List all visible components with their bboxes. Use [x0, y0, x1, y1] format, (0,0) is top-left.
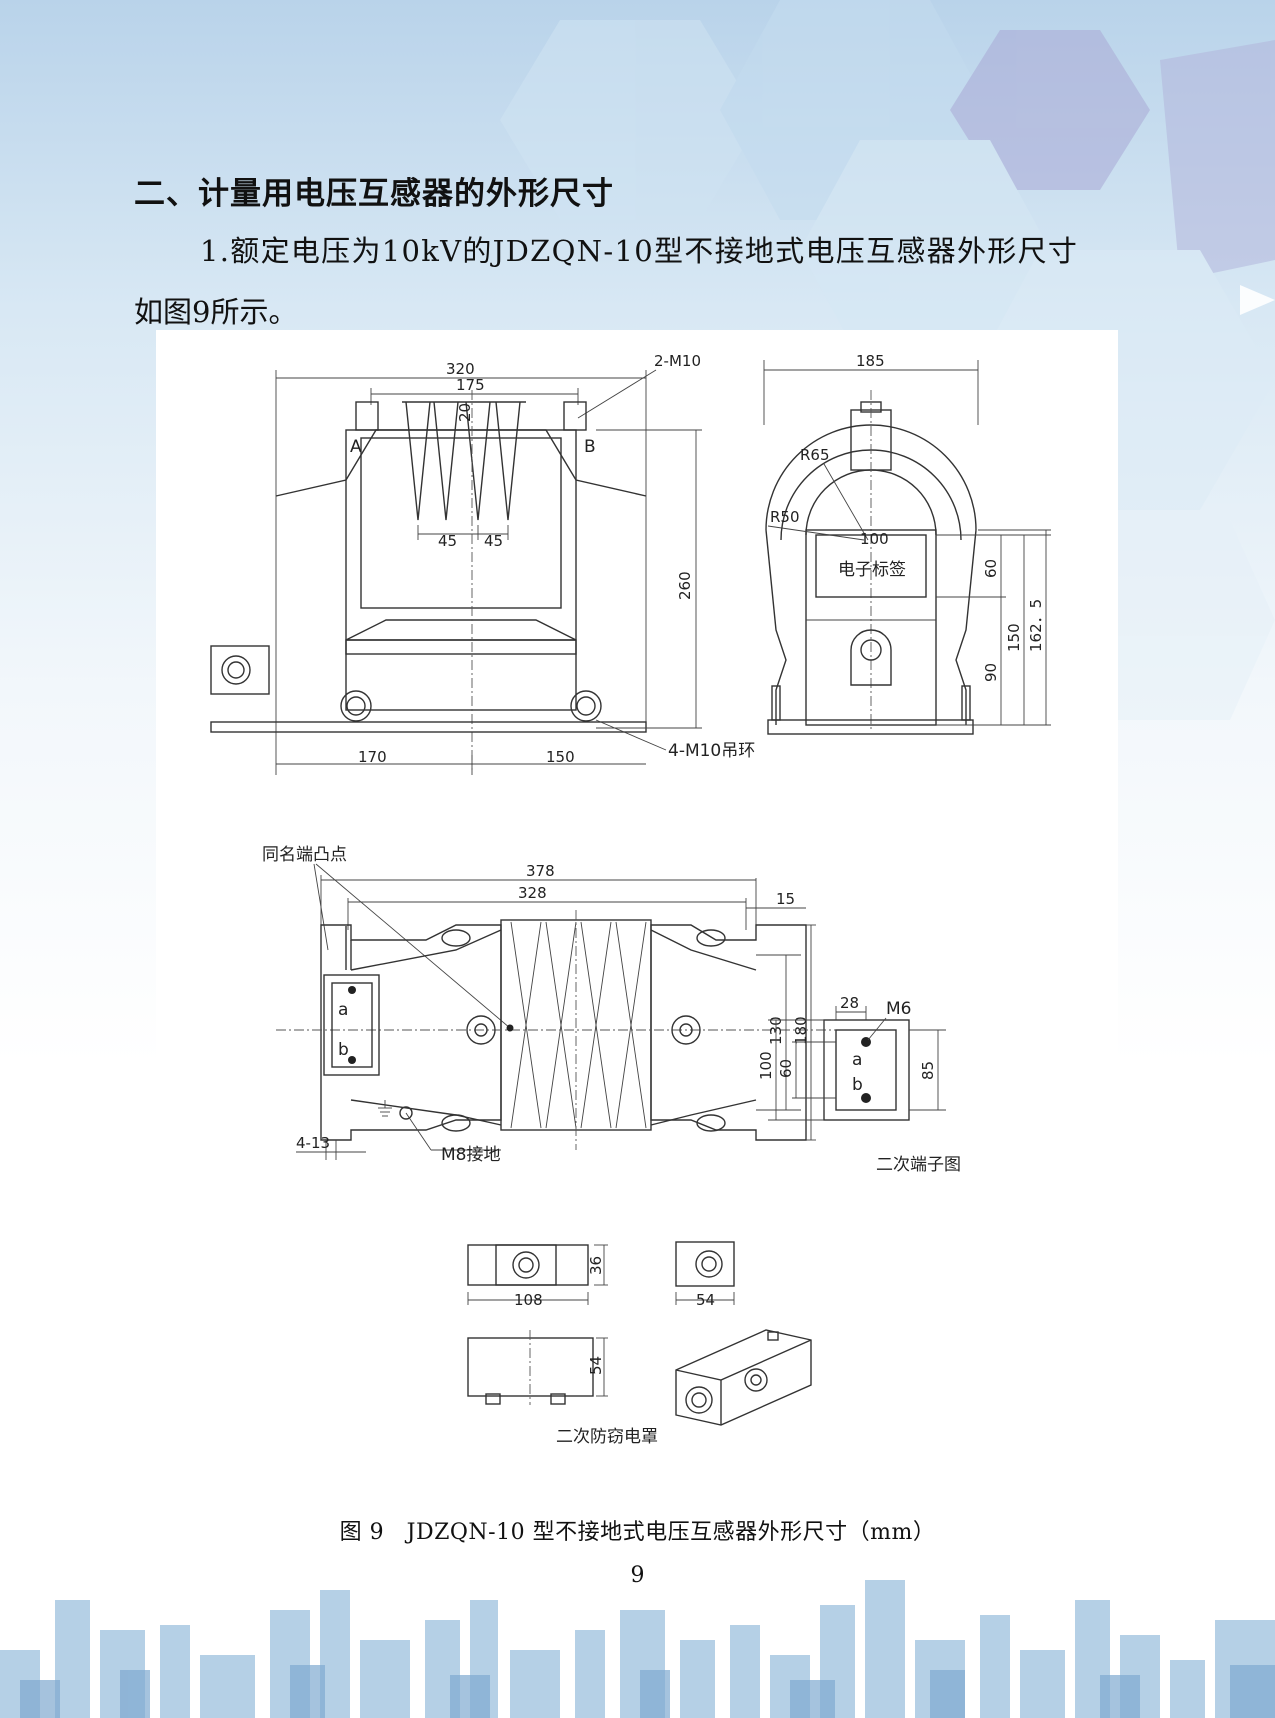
dim-170: 170 — [358, 748, 387, 766]
radius-r65: R65 — [800, 446, 830, 464]
dim-320: 320 — [446, 360, 475, 378]
dim-85: 85 — [919, 1061, 937, 1080]
dim-108: 108 — [514, 1291, 543, 1309]
dim-378: 378 — [526, 862, 555, 880]
dim-20: 20 — [456, 403, 474, 422]
dim-328: 328 — [518, 884, 547, 902]
paragraph-line-2: 如图9所示。 — [134, 295, 298, 329]
dim-162-5: 162．5 — [1027, 599, 1045, 652]
terminal-b: b — [852, 1075, 863, 1095]
dim-100-term: 100 — [757, 1051, 775, 1080]
technical-drawing: 320 175 2-M10 A B 20 45 45 — [156, 330, 1118, 1490]
side-view: 185 电子标签 R65 R50 100 60 150 90 162．5 — [763, 352, 1051, 735]
top-view: 同名端凸点 378 328 15 — [262, 845, 836, 1165]
dim-15: 15 — [776, 890, 795, 908]
dim-60: 60 — [982, 559, 1000, 578]
dim-54-height: 54 — [587, 1356, 605, 1375]
dim-175: 175 — [456, 376, 485, 394]
label-m8-ground: M8接地 — [441, 1145, 500, 1165]
top-term-b: b — [338, 1040, 349, 1060]
dim-260: 260 — [676, 571, 694, 600]
paragraph-line-1: 1.额定电压为10kV的JDZQN-10型不接地式电压互感器外形尺寸 — [200, 234, 1079, 268]
drawing-canvas: 320 175 2-M10 A B 20 45 45 — [210, 352, 1051, 1447]
label-2-m10: 2-M10 — [654, 352, 701, 370]
section-heading: 二、计量用电压互感器的外形尺寸 — [134, 176, 614, 212]
top-term-a: a — [338, 1000, 348, 1020]
label-electronic-tag: 电子标签 — [838, 560, 906, 580]
radius-r50: R50 — [770, 508, 800, 526]
page-number: 9 — [630, 1563, 645, 1588]
dim-54-width: 54 — [696, 1291, 715, 1309]
dim-45-left: 45 — [438, 532, 457, 550]
dim-185: 185 — [856, 352, 885, 370]
dim-36: 36 — [587, 1256, 605, 1275]
dim-28: 28 — [840, 994, 859, 1012]
terminal-diagram-title: 二次端子图 — [876, 1155, 961, 1175]
label-4-13: 4-13 — [296, 1134, 330, 1152]
dim-45-right: 45 — [484, 532, 503, 550]
terminal-b: B — [584, 437, 596, 457]
dim-150: 150 — [1005, 623, 1023, 652]
dim-180: 180 — [792, 1016, 810, 1045]
label-same-name-terminal: 同名端凸点 — [262, 845, 347, 865]
terminal-a: A — [350, 437, 362, 457]
figure-caption: 图 9 JDZQN-10 型不接地式电压互感器外形尺寸（mm） — [339, 1520, 936, 1545]
dim-150: 150 — [546, 748, 575, 766]
cover-views: 108 36 54 54 二次防窃电罩 — [467, 1241, 812, 1447]
label-lifting-ring: 4-M10吊环 — [668, 741, 755, 761]
label-m6: M6 — [886, 999, 911, 1019]
dim-90: 90 — [982, 663, 1000, 682]
terminal-view: a b 28 M6 100 60 85 二次端子图 — [757, 994, 961, 1175]
front-view: 320 175 2-M10 A B 20 45 45 — [210, 352, 755, 775]
dim-60-term: 60 — [777, 1059, 795, 1078]
terminal-a: a — [852, 1050, 862, 1070]
anti-theft-cover-title: 二次防窃电罩 — [556, 1427, 658, 1447]
dim-100: 100 — [860, 530, 889, 548]
